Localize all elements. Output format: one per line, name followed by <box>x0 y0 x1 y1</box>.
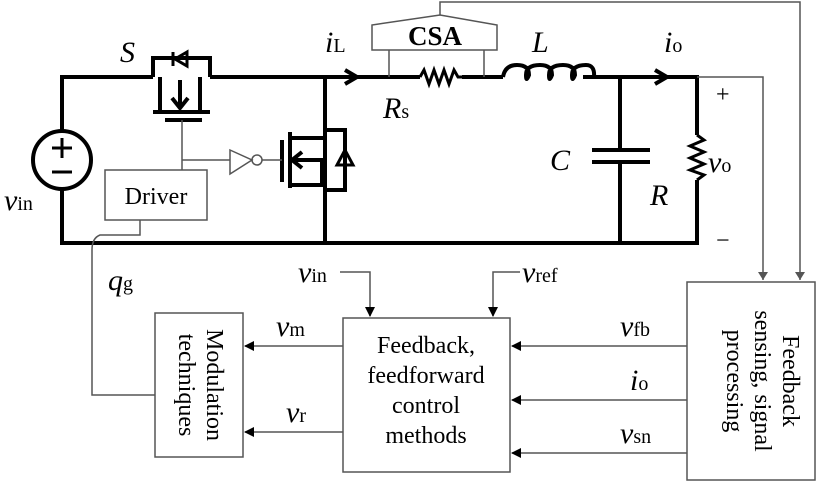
control-label-line2: feedforward <box>367 363 484 389</box>
gate-signal-wire <box>91 220 155 396</box>
signal-arrows <box>244 271 687 458</box>
control-vin-label: vin <box>298 256 327 289</box>
inductor <box>501 62 597 81</box>
vm-label: vm <box>276 310 305 343</box>
body-diode-icon <box>171 49 189 69</box>
minus-sign: − <box>716 228 730 254</box>
voltage-sense-wire <box>697 76 768 280</box>
capacitor <box>592 148 650 164</box>
sense-resistor-label: Rs <box>382 92 409 125</box>
load-label: R <box>649 179 668 212</box>
driver-label: Driver <box>125 184 188 210</box>
gate-drive: Driver <box>91 120 282 396</box>
vr-label: vr <box>286 396 306 429</box>
load-resistor <box>685 133 708 182</box>
voltage-source <box>31 129 93 191</box>
control-block <box>342 317 511 473</box>
vfb-label: vfb <box>620 310 650 343</box>
capacitor-label: C <box>550 144 571 177</box>
inductor-current-arrow <box>343 68 361 86</box>
inverter-icon <box>229 148 254 176</box>
gate-signal-label: qg <box>108 264 133 297</box>
body-diode-icon <box>334 146 356 167</box>
sensing-label-line3: processing <box>721 330 747 433</box>
modulation-block <box>154 312 244 458</box>
sensing-label-line2: sensing, signal <box>749 310 775 452</box>
input-voltage-label: vin <box>4 184 33 217</box>
csa-label: CSA <box>408 21 463 51</box>
modulation-label-line2: techniques <box>173 334 199 437</box>
current-sense-wire <box>439 1 805 280</box>
low-side-switch <box>280 128 356 192</box>
control-label-line1: Feedback, <box>377 333 475 359</box>
plus-sign: + <box>716 82 730 108</box>
output-voltage-label: vo <box>708 146 731 179</box>
vref-label: vref <box>522 256 558 289</box>
vsn-label: vsn <box>620 417 651 450</box>
driver-block <box>104 169 208 221</box>
io-label: io <box>630 364 648 397</box>
sensing-block <box>686 281 816 481</box>
control-label-line4: methods <box>385 423 466 449</box>
output-current-arrow <box>653 68 671 86</box>
high-side-switch <box>151 49 212 122</box>
sensing-label-line1: Feedback <box>777 335 803 427</box>
control-label-line3: control <box>392 393 460 419</box>
inductor-current-label: iL <box>325 26 346 59</box>
output-current-label: io <box>664 26 682 59</box>
power-wiring <box>60 68 699 245</box>
current-sense <box>371 14 498 89</box>
inductor-label: L <box>531 26 549 59</box>
switch-label: S <box>120 36 135 69</box>
modulation-label-line1: Modulation <box>201 329 227 441</box>
